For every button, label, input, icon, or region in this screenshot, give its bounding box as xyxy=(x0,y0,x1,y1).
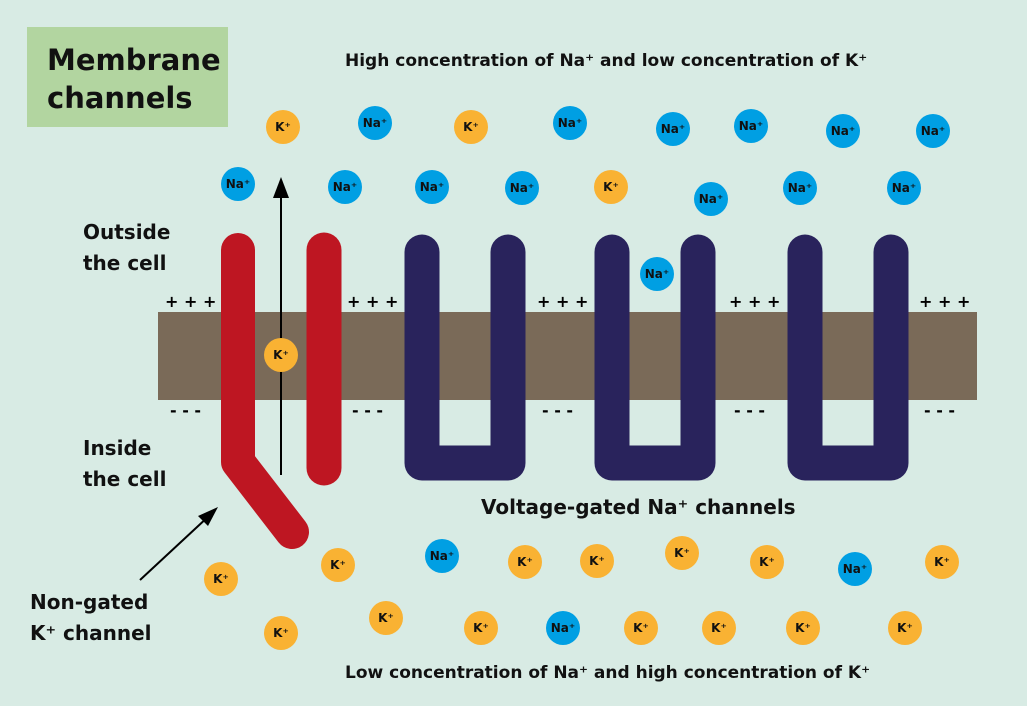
potassium-ion: K⁺ xyxy=(750,545,784,579)
potassium-ion: K⁺ xyxy=(204,562,238,596)
sodium-ion: Na⁺ xyxy=(505,171,539,205)
title-line-2: channels xyxy=(47,81,193,115)
outside-label-1: Outside xyxy=(83,220,170,244)
nongated-label-1: Non-gated xyxy=(30,590,148,614)
ion-label: Na⁺ xyxy=(363,116,387,130)
ion-label: Na⁺ xyxy=(558,116,582,130)
sodium-ion: Na⁺ xyxy=(838,552,872,586)
potassium-ion: K⁺ xyxy=(594,170,628,204)
ion-label: Na⁺ xyxy=(831,124,855,138)
potassium-ion: K⁺ xyxy=(321,548,355,582)
voltage-gated-na-channel xyxy=(787,234,909,481)
ion-label: Na⁺ xyxy=(430,549,454,563)
pointer-arrow-head xyxy=(198,507,218,526)
ion-label: Na⁺ xyxy=(892,181,916,195)
ion-label: K⁺ xyxy=(934,555,950,569)
sodium-ion: Na⁺ xyxy=(783,171,817,205)
outside-label-2: the cell xyxy=(83,251,166,275)
inside-label-2: the cell xyxy=(83,467,166,491)
potassium-ion: K⁺ xyxy=(369,601,403,635)
top-caption: High concentration of Na⁺ and low concen… xyxy=(345,51,867,71)
potassium-ion: K⁺ xyxy=(264,338,298,372)
ion-label: K⁺ xyxy=(273,348,289,362)
potassium-ion: K⁺ xyxy=(702,611,736,645)
voltage-gated-label: Voltage-gated Na⁺ channels xyxy=(481,495,796,519)
ion-label: Na⁺ xyxy=(699,192,723,206)
nongated-label-2: K⁺ channel xyxy=(30,621,152,645)
ion-label: K⁺ xyxy=(275,120,291,134)
positive-charges: + + + xyxy=(165,292,216,311)
sodium-ion: Na⁺ xyxy=(328,170,362,204)
ion-label: K⁺ xyxy=(517,555,533,569)
potassium-ion: K⁺ xyxy=(464,611,498,645)
potassium-ion: K⁺ xyxy=(454,110,488,144)
negative-charges: - - - xyxy=(924,401,955,420)
ion-label: K⁺ xyxy=(711,621,727,635)
sodium-ion: Na⁺ xyxy=(826,114,860,148)
ion-label: K⁺ xyxy=(378,611,394,625)
ion-label: K⁺ xyxy=(273,626,289,640)
ion-label: K⁺ xyxy=(213,572,229,586)
sodium-ion: Na⁺ xyxy=(415,170,449,204)
potassium-ion: K⁺ xyxy=(508,545,542,579)
sodium-ion: Na⁺ xyxy=(553,106,587,140)
ion-label: Na⁺ xyxy=(333,180,357,194)
ion-label: K⁺ xyxy=(603,180,619,194)
sodium-ion: Na⁺ xyxy=(656,112,690,146)
voltage-gated-na-channel xyxy=(594,234,716,481)
ion-label: Na⁺ xyxy=(661,122,685,136)
ion-label: Na⁺ xyxy=(510,181,534,195)
positive-charges: + + + xyxy=(919,292,970,311)
sodium-ion: Na⁺ xyxy=(640,257,674,291)
negative-charges: - - - xyxy=(352,401,383,420)
inside-label-1: Inside xyxy=(83,436,151,460)
potassium-ion: K⁺ xyxy=(624,611,658,645)
voltage-gated-na-channel xyxy=(404,234,526,481)
ion-label: K⁺ xyxy=(674,546,690,560)
potassium-ion: K⁺ xyxy=(888,611,922,645)
potassium-ion: K⁺ xyxy=(925,545,959,579)
ion-label: K⁺ xyxy=(330,558,346,572)
ion-label: Na⁺ xyxy=(739,119,763,133)
k-channel-left-subunit xyxy=(221,233,309,549)
positive-charges: + + + xyxy=(537,292,588,311)
sodium-ion: Na⁺ xyxy=(358,106,392,140)
ion-label: K⁺ xyxy=(589,554,605,568)
title-box xyxy=(27,27,228,127)
negative-charges: - - - xyxy=(734,401,765,420)
potassium-ion: K⁺ xyxy=(580,544,614,578)
negative-charges: - - - xyxy=(542,401,573,420)
potassium-ion: K⁺ xyxy=(264,616,298,650)
sodium-ion: Na⁺ xyxy=(694,182,728,216)
ion-label: Na⁺ xyxy=(645,267,669,281)
bottom-caption: Low concentration of Na⁺ and high concen… xyxy=(345,663,870,683)
ion-label: K⁺ xyxy=(897,621,913,635)
sodium-ion: Na⁺ xyxy=(425,539,459,573)
ion-label: Na⁺ xyxy=(551,621,575,635)
positive-charges: + + + xyxy=(729,292,780,311)
sodium-ion: Na⁺ xyxy=(221,167,255,201)
ion-label: K⁺ xyxy=(473,621,489,635)
potassium-ion: K⁺ xyxy=(665,536,699,570)
ion-label: K⁺ xyxy=(463,120,479,134)
ion-label: K⁺ xyxy=(759,555,775,569)
potassium-ion: K⁺ xyxy=(786,611,820,645)
ion-label: K⁺ xyxy=(795,621,811,635)
pointer-arrow xyxy=(139,514,211,581)
sodium-ion: Na⁺ xyxy=(734,109,768,143)
ion-label: Na⁺ xyxy=(788,181,812,195)
positive-charges: + + + xyxy=(347,292,398,311)
sodium-ion: Na⁺ xyxy=(887,171,921,205)
sodium-ion: Na⁺ xyxy=(916,114,950,148)
negative-charges: - - - xyxy=(170,401,201,420)
ion-label: Na⁺ xyxy=(921,124,945,138)
title-line-1: Membrane xyxy=(47,43,221,77)
potassium-ion: K⁺ xyxy=(266,110,300,144)
sodium-ion: Na⁺ xyxy=(546,611,580,645)
ion-label: K⁺ xyxy=(633,621,649,635)
arrow-head xyxy=(273,177,289,198)
ion-label: Na⁺ xyxy=(843,562,867,576)
ion-label: Na⁺ xyxy=(420,180,444,194)
ion-label: Na⁺ xyxy=(226,177,250,191)
